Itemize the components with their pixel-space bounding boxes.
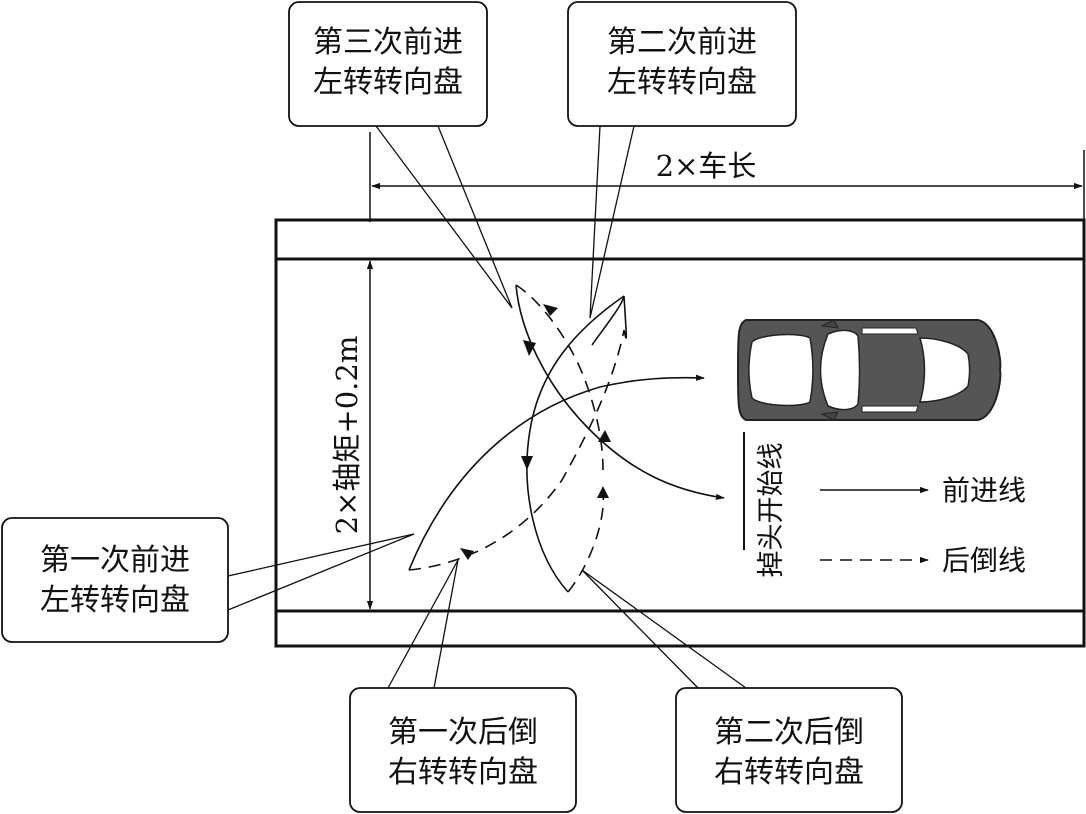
svg-text:第二次后倒: 第二次后倒 — [714, 715, 864, 750]
length-dimension — [369, 132, 1085, 222]
svg-text:第三次前进: 第三次前进 — [313, 25, 463, 60]
u-turn-start-label: 掉头开始线 — [756, 443, 787, 578]
second-forward-path — [526, 295, 625, 593]
legend: 前进线 后倒线 — [820, 474, 1026, 577]
svg-text:第一次后倒: 第一次后倒 — [388, 715, 538, 750]
upper-lens-right — [591, 295, 628, 346]
arrow-mid — [598, 430, 611, 442]
callout-first-forward: 第一次前进 左转转向盘 — [1, 517, 229, 643]
svg-text:第二次前进: 第二次前进 — [607, 25, 757, 60]
svg-text:右转转向盘: 右转转向盘 — [714, 755, 864, 790]
arrow-upper-left — [523, 340, 536, 356]
callout-third-forward: 第三次前进 左转转向盘 — [288, 1, 488, 127]
arrow-lower-mid — [460, 548, 474, 560]
svg-text:第一次前进: 第一次前进 — [40, 543, 190, 578]
first-forward-path — [408, 374, 705, 571]
leader-first-reverse — [387, 559, 459, 689]
car-icon — [737, 319, 1002, 421]
third-forward-path — [515, 284, 725, 500]
width-dimension-label: 2×轴矩+0.2m — [330, 336, 364, 535]
leader-lines — [227, 125, 747, 689]
road — [274, 218, 1086, 648]
leader-second-forward — [589, 125, 635, 319]
legend-reverse-label: 后倒线 — [942, 544, 1026, 577]
trajectories — [408, 284, 725, 593]
road-outline — [274, 218, 1086, 648]
leader-second-reverse — [581, 569, 747, 689]
direction-arrows — [460, 304, 611, 560]
svg-text:右转转向盘: 右转转向盘 — [388, 755, 538, 790]
leader-third-forward — [375, 125, 513, 309]
length-dimension-label: 2×车长 — [656, 149, 757, 183]
arrow-upper-dashed — [543, 304, 558, 316]
svg-text:左转转向盘: 左转转向盘 — [313, 65, 463, 100]
first-reverse-path — [408, 329, 625, 571]
second-reverse-path — [567, 491, 605, 593]
callout-second-reverse: 第二次后倒 右转转向盘 — [675, 687, 903, 813]
arrow-lower-right — [597, 486, 609, 498]
svg-text:左转转向盘: 左转转向盘 — [40, 583, 190, 618]
leader-first-forward — [227, 533, 415, 611]
svg-text:左转转向盘: 左转转向盘 — [607, 65, 757, 100]
legend-forward-label: 前进线 — [942, 474, 1026, 507]
callout-second-forward: 第二次前进 左转转向盘 — [567, 1, 797, 127]
callout-first-reverse: 第一次后倒 右转转向盘 — [349, 687, 577, 813]
arrow-lower-left — [521, 456, 533, 470]
